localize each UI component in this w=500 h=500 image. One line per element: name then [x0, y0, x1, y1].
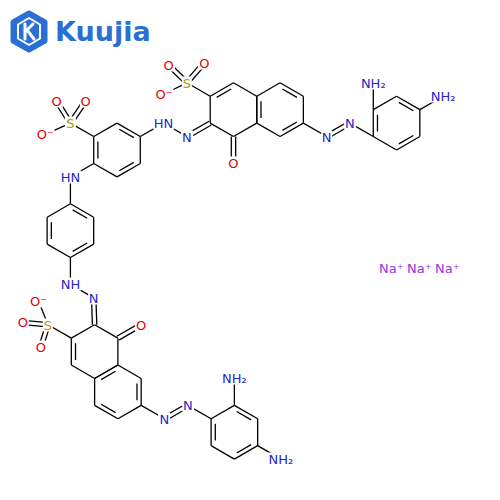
bond-line	[237, 445, 252, 453]
bond-line	[373, 137, 396, 150]
atom-label: O	[227, 157, 239, 170]
atom-label: NH₂	[430, 90, 457, 103]
atom-label: NH	[60, 278, 82, 291]
bond-line	[51, 222, 52, 239]
atom-label: HN	[153, 117, 175, 130]
atom-label: N	[88, 291, 100, 304]
bond-line	[71, 365, 94, 378]
logo-inner-hexagon	[18, 18, 40, 45]
bond-line	[210, 123, 233, 136]
bond-line	[71, 338, 72, 365]
atom-label: NH₂	[268, 453, 295, 466]
atom-label: N	[182, 399, 194, 412]
bond-line	[71, 325, 94, 338]
bond-line	[73, 210, 88, 218]
watermark-logo: Kuujia	[55, 18, 151, 45]
atom-label: S	[182, 76, 192, 89]
bond-line	[119, 129, 134, 137]
bond-line	[419, 110, 420, 137]
bond-line	[303, 96, 304, 123]
bond-line	[75, 343, 76, 360]
bond-line	[140, 137, 141, 164]
atom-label: N	[344, 117, 356, 130]
bond-line	[256, 96, 257, 123]
atom-label: O	[198, 56, 210, 69]
counter-ion: Na⁺	[434, 261, 461, 274]
bond-line	[210, 419, 211, 446]
bond-line	[233, 83, 256, 96]
bond-line	[257, 123, 280, 136]
bond-line	[101, 371, 116, 379]
bond-line	[73, 243, 88, 251]
bond-line	[118, 405, 141, 418]
bond-line	[237, 412, 252, 420]
bond-line	[215, 424, 216, 441]
atom-label: O	[80, 94, 92, 107]
atom-label: S	[43, 318, 53, 331]
atom-label: HN	[60, 170, 82, 183]
atom-label: NH₂	[221, 372, 248, 385]
counter-ion: Na⁺	[378, 261, 405, 274]
bond-line	[282, 122, 297, 130]
counter-ion: Na⁺	[406, 261, 433, 274]
bond-line	[95, 325, 118, 338]
bond-line	[257, 83, 280, 96]
bond-line	[399, 102, 414, 110]
bond-line	[94, 378, 95, 405]
bond-line	[257, 419, 258, 446]
atom-label: O	[50, 94, 62, 107]
bond-line	[136, 384, 137, 401]
bond-line	[377, 115, 378, 132]
logo-k-mark	[25, 24, 34, 39]
bond-line	[373, 110, 374, 137]
atom-label: NH₂	[360, 76, 387, 89]
logo-hexagon	[13, 13, 45, 50]
bond-line	[119, 162, 134, 170]
bond-line	[97, 142, 98, 159]
bond-line	[210, 96, 211, 123]
atom-label: S	[65, 117, 75, 130]
bond-line	[399, 135, 414, 143]
bond-line	[47, 204, 70, 217]
bond-line	[141, 378, 142, 405]
bond-line	[256, 96, 257, 123]
atom-label: O⁻	[154, 88, 173, 101]
bond-line	[93, 137, 94, 164]
atom-label: N	[321, 130, 333, 143]
atom-label: O	[17, 316, 29, 329]
bond-line	[233, 123, 256, 136]
atom-label: O	[135, 318, 147, 331]
atom-label: N	[181, 130, 193, 143]
bond-line	[373, 96, 396, 109]
bond-line	[93, 217, 94, 244]
bond-line	[94, 163, 117, 176]
atom-label: O⁻	[29, 295, 48, 308]
bond-line	[117, 338, 118, 365]
bond-line	[101, 404, 116, 412]
bond-line	[260, 101, 261, 118]
atom-label: O⁻	[36, 128, 55, 141]
bond-line	[47, 244, 70, 257]
bond-line	[46, 217, 47, 244]
bond-line	[217, 89, 232, 97]
bond-line	[211, 405, 234, 418]
atom-label: N	[159, 412, 171, 425]
atom-label: O	[35, 341, 47, 354]
bond-line	[211, 446, 234, 459]
atom-label: O	[162, 58, 174, 71]
bond-line	[94, 123, 117, 136]
bond-line	[282, 89, 297, 97]
bond-line	[118, 365, 141, 378]
